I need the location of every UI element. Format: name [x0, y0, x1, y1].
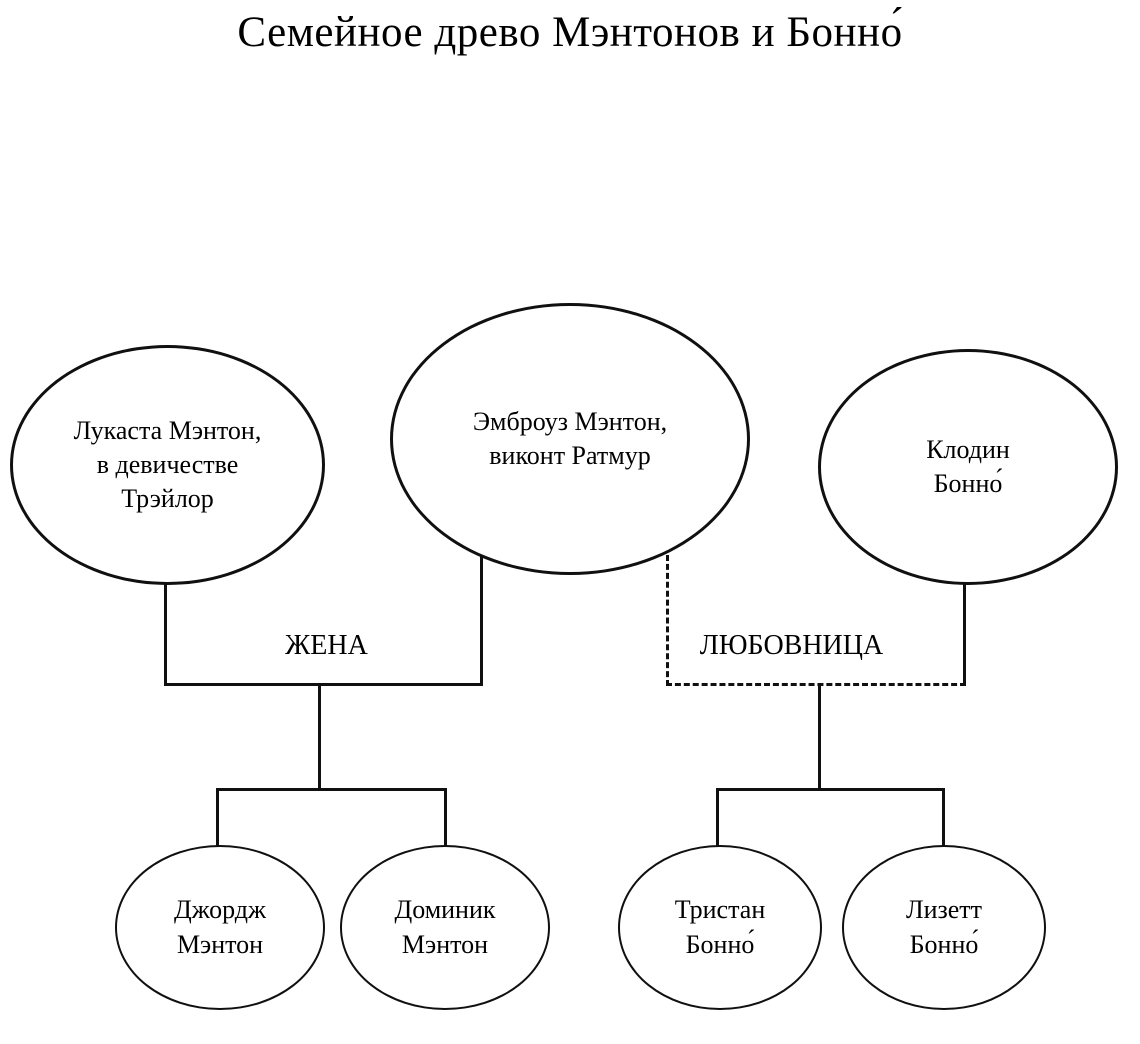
- wife-connector-horizontal: [164, 683, 483, 686]
- node-tristan-bonneau: Тристан Бонно́: [618, 845, 822, 1010]
- mistress-child2-vertical: [942, 790, 945, 847]
- node-dominic-menton-label: Доминик Мэнтон: [394, 895, 496, 959]
- mistress-relation-label: ЛЮБОВНИЦА: [685, 630, 898, 662]
- wife-children-bracket: [216, 788, 447, 791]
- wife-connector-left-vertical: [164, 583, 167, 686]
- node-lisette-bonneau: Лизетт Бонно́: [842, 845, 1046, 1010]
- node-lucasta-menton-label: Лукаста Мэнтон, в девичестве Трэйлор: [73, 415, 262, 514]
- wife-relation-label: ЖЕНА: [245, 630, 408, 662]
- mistress-connector-horizontal-dashed: [666, 683, 966, 686]
- mistress-child1-vertical: [716, 790, 719, 847]
- node-george-menton: Джордж Мэнтон: [115, 845, 325, 1010]
- mistress-connector-left-vertical-dashed: [666, 555, 669, 686]
- node-claudine-bonneau: Клодин Бонно́: [818, 349, 1118, 585]
- mistress-children-drop-line: [818, 685, 821, 790]
- node-ambrose-menton-label: Эмброуз Мэнтон, виконт Ратмур: [472, 406, 668, 470]
- mistress-children-bracket: [716, 788, 945, 791]
- node-tristan-bonneau-label: Тристан Бонно́: [674, 895, 766, 959]
- wife-children-drop-line: [318, 685, 321, 790]
- diagram-title: Семейное древо Мэнтонов и Бонно́: [237, 9, 903, 56]
- node-george-menton-label: Джордж Мэнтон: [174, 895, 266, 959]
- node-dominic-menton: Доминик Мэнтон: [340, 845, 550, 1010]
- node-ambrose-menton: Эмброуз Мэнтон, виконт Ратмур: [390, 303, 750, 575]
- node-lucasta-menton: Лукаста Мэнтон, в девичестве Трэйлор: [10, 345, 325, 585]
- wife-connector-right-vertical: [480, 556, 483, 686]
- node-claudine-bonneau-label: Клодин Бонно́: [926, 434, 1010, 498]
- wife-child2-vertical: [444, 790, 447, 847]
- node-lisette-bonneau-label: Лизетт Бонно́: [905, 895, 983, 959]
- mistress-connector-right-vertical: [963, 584, 966, 685]
- wife-child1-vertical: [216, 790, 219, 847]
